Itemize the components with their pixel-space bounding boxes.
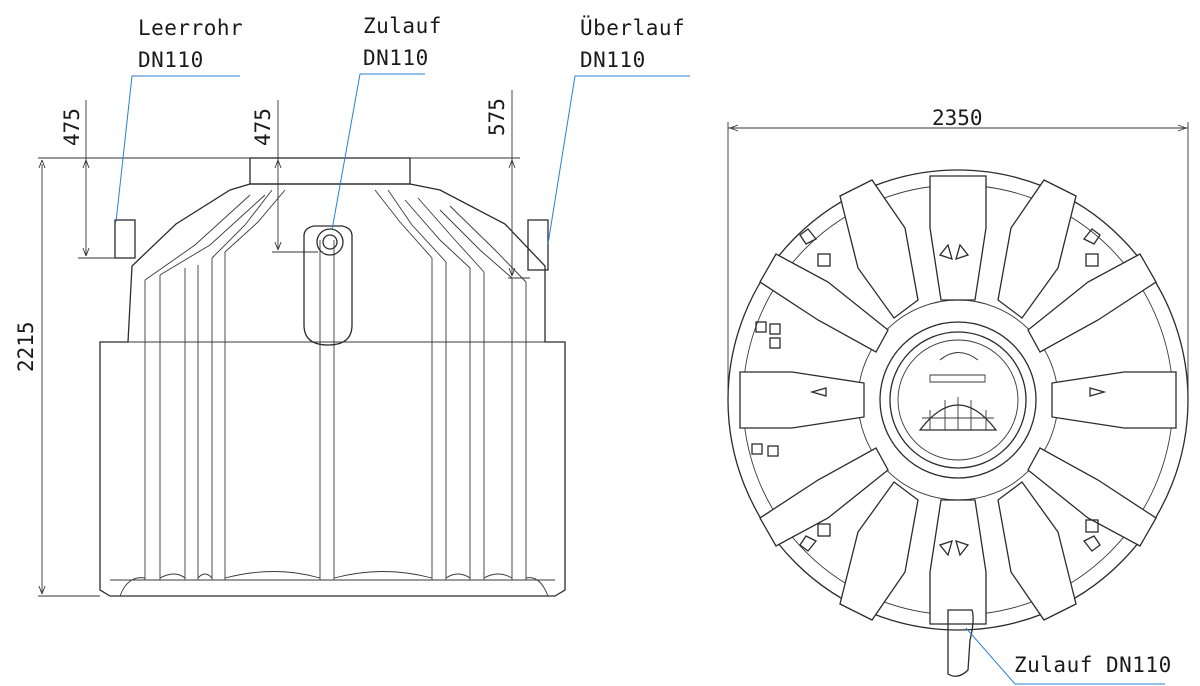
ribs xyxy=(119,189,549,597)
dome-ring-outer xyxy=(879,321,1037,479)
ueberlauf-label-line2: DN110 xyxy=(580,48,646,72)
leerrohr-label-line1: Leerrohr xyxy=(138,16,244,40)
inlet-pipe-inner xyxy=(322,234,338,250)
zulauf-label-line2: DN110 xyxy=(363,46,429,70)
tank-dome xyxy=(99,183,566,597)
leerrohr-depth-dimension: 475 xyxy=(60,108,84,146)
inlet-pipe-top xyxy=(947,609,974,677)
top-ribs xyxy=(739,175,1177,625)
dome-ring-inner xyxy=(889,331,1027,469)
side-dimension-lines xyxy=(38,90,530,597)
top-view xyxy=(727,122,1189,685)
leerrohr-pipe xyxy=(114,219,136,259)
inlet-socket xyxy=(303,225,353,346)
inlet-pipe-outer xyxy=(316,228,344,256)
ueberlauf-label-line1: Überlauf xyxy=(580,16,686,40)
side-view xyxy=(38,73,690,597)
zulauf-label-line1: Zulauf xyxy=(363,14,442,38)
top-dimension-lines xyxy=(727,122,1189,392)
leerrohr-label-line2: DN110 xyxy=(138,48,204,72)
height-total-dimension: 2215 xyxy=(14,321,38,372)
side-leader-lines xyxy=(115,73,690,245)
ueberlauf-pipe xyxy=(527,219,549,271)
tank-outline xyxy=(727,169,1189,631)
diameter-dimension: 2350 xyxy=(932,106,983,130)
ueberlauf-depth-dimension: 575 xyxy=(485,98,509,136)
top-zulauf-label: Zulauf DN110 xyxy=(1014,653,1172,677)
tank-neck xyxy=(249,157,411,185)
zulauf-depth-dimension: 475 xyxy=(251,108,275,146)
